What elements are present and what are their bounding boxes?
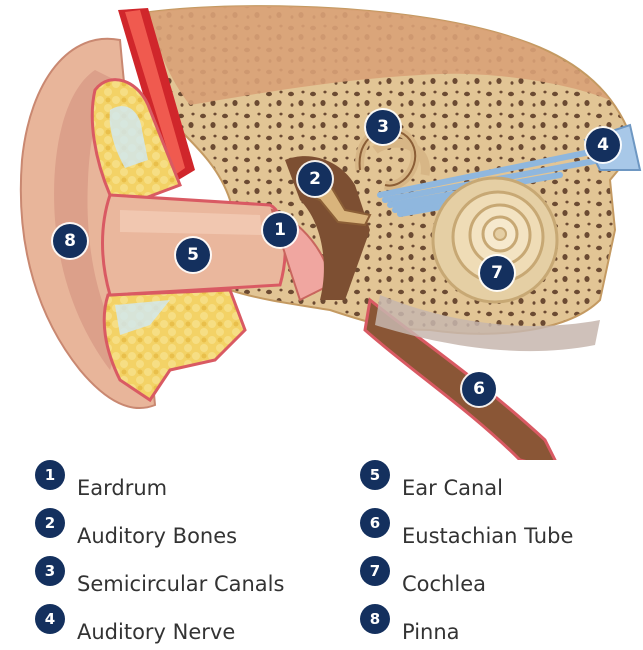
legend-label: Semicircular Canals: [77, 572, 284, 596]
marker-8: 8: [53, 224, 87, 258]
legend-badge: 6: [360, 508, 390, 538]
legend-label: Eustachian Tube: [402, 524, 573, 548]
legend-label: Auditory Bones: [77, 524, 237, 548]
legend-badge: 3: [35, 556, 65, 586]
marker-7: 7: [480, 256, 514, 290]
legend-badge: 4: [35, 604, 65, 634]
marker-1: 1: [263, 213, 297, 247]
legend-label: Auditory Nerve: [77, 620, 235, 644]
ear-anatomy-diagram: 1 2 3 4 5 6 7 8: [0, 0, 643, 460]
marker-3: 3: [366, 110, 400, 144]
ear-cross-section-illustration: [0, 0, 643, 460]
legend-badge: 1: [35, 460, 65, 490]
legend-badge: 7: [360, 556, 390, 586]
legend-badge: 5: [360, 460, 390, 490]
legend-label: Cochlea: [402, 572, 486, 596]
legend-label: Ear Canal: [402, 476, 503, 500]
marker-2: 2: [298, 162, 332, 196]
marker-4: 4: [586, 128, 620, 162]
legend-label: Eardrum: [77, 476, 167, 500]
legend-badge: 2: [35, 508, 65, 538]
marker-5: 5: [176, 238, 210, 272]
marker-6: 6: [462, 372, 496, 406]
legend-badge: 8: [360, 604, 390, 634]
legend-label: Pinna: [402, 620, 460, 644]
